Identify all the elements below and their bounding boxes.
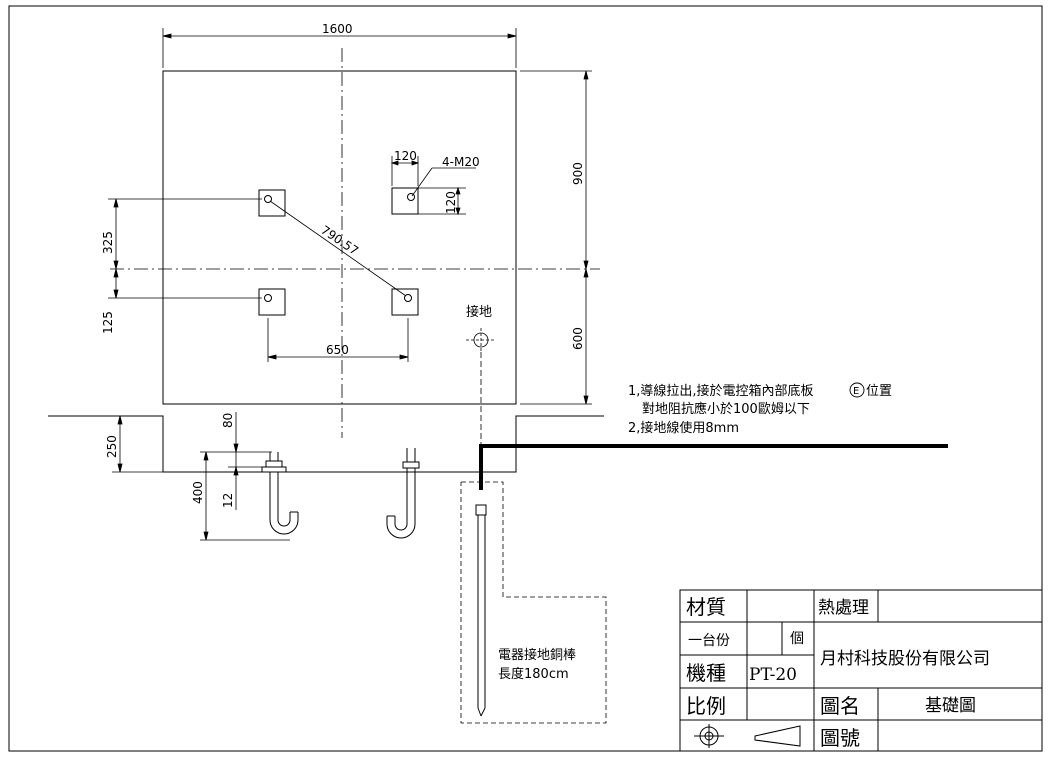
title-block [679, 589, 1043, 752]
note-e-circle [849, 382, 865, 398]
note-line-3: 2,接地線使用8mm [628, 420, 739, 436]
tb-scale-label: 比例 [686, 694, 726, 718]
dim-bolt [200, 412, 290, 541]
tb-model-value: PT-20 [749, 665, 797, 685]
note-line-1: 1,導線拉出,接於電控箱內部底板 [628, 383, 814, 399]
ground-rod-pit [460, 481, 607, 724]
dim-1600-text: 1600 [322, 22, 353, 36]
dim-12-text: 12 [221, 493, 235, 508]
ground-wire [479, 444, 948, 490]
diagonal-dim-line [269, 200, 407, 297]
tb-qty-unit: 個 [790, 631, 804, 647]
bolt-hole-bottom-right [404, 294, 412, 302]
dim-left [108, 198, 262, 299]
note-line-1-prefix: 1,導線拉出,接於電控箱內部底板 [628, 383, 814, 399]
dim-80-text: 80 [221, 413, 235, 428]
bolt-spec-leader [411, 167, 476, 197]
dim-120-v-text: 120 [444, 191, 458, 214]
bolt-hole-top-left [264, 195, 272, 203]
dim-120-v [418, 186, 466, 216]
note-line-1-suffix: 位置 [866, 384, 892, 399]
dim-400-text: 400 [191, 481, 205, 504]
note-line-2: 對地阻抗應小於100歐姆以下 [642, 401, 810, 417]
dim-325-text: 325 [101, 231, 115, 254]
bolt-hole-bottom-left [264, 294, 272, 302]
dim-900-text: 900 [571, 162, 585, 185]
tb-company: 月村科技股份有限公司 [820, 649, 990, 669]
anchor-bolt-right [386, 448, 420, 539]
dim-600-text: 600 [571, 327, 585, 350]
dim-650-text: 650 [326, 343, 349, 357]
tb-qty-label: 一台份 [688, 633, 730, 649]
center-lines [110, 48, 600, 438]
tb-drawing-no-label: 圖號 [820, 726, 860, 750]
bolt-spec-text: 4-M20 [442, 155, 480, 169]
bolt-hole-top-right [407, 193, 415, 201]
tb-heat-label: 熱處理 [818, 598, 869, 618]
rod-title: 電器接地銅棒 [498, 647, 576, 663]
section-view [48, 415, 604, 473]
foundation-outline [162, 70, 517, 405]
anchor-plate-top-right [391, 187, 419, 215]
dim-120-h-text: 120 [394, 149, 417, 163]
anchor-bolt-left [261, 452, 299, 535]
anchor-plate-top-left [258, 189, 286, 217]
tb-drawing-name: 基礎圖 [925, 696, 976, 716]
diagonal-dim-text: 790.57 [318, 223, 361, 258]
drawing-border [8, 5, 1043, 752]
dim-right [520, 70, 592, 405]
note-e-symbol: E [853, 386, 859, 397]
projection-symbol-icon [694, 724, 801, 748]
dim-1600 [162, 28, 517, 68]
tb-model-label: 機種 [686, 661, 726, 685]
ground-point-label: 接地 [466, 304, 492, 320]
dim-650 [267, 318, 409, 362]
dim-250-text: 250 [105, 435, 119, 458]
ground-rod [475, 504, 487, 717]
dim-120-h [390, 156, 420, 186]
dim-125-text: 125 [101, 311, 115, 334]
dim-250 [112, 415, 163, 473]
anchor-plate-bottom-left [258, 288, 286, 316]
tb-drawing-name-label: 圖名 [820, 694, 860, 718]
anchor-plates [258, 187, 419, 316]
tb-material-label: 材質 [686, 595, 726, 619]
anchor-plate-bottom-right [391, 288, 419, 316]
rod-length: 長度180cm [498, 666, 569, 682]
